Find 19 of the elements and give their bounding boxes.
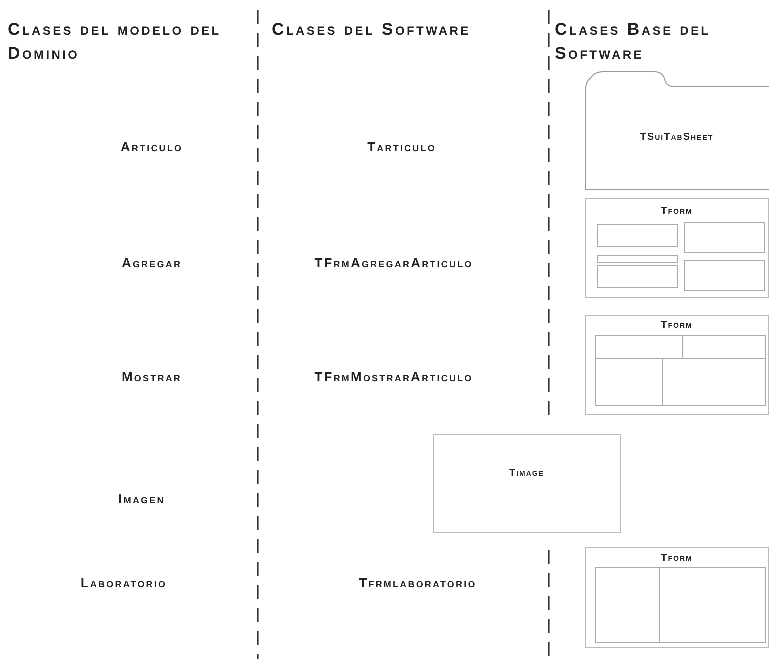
column-heading: Clases del Software: [272, 19, 472, 41]
class-name: Imagen: [118, 492, 166, 506]
class-name: Mostrar: [122, 370, 182, 384]
class-name: Agregar: [122, 256, 182, 270]
class-name: Tform: [661, 553, 693, 564]
class-name: Timage: [509, 468, 545, 479]
class-name: Tfrmlaboratorio: [359, 576, 477, 590]
class-name: TFrmAgregarArticulo: [314, 256, 474, 270]
column-heading: Clases Base del Software: [555, 19, 712, 65]
folder-shape: [585, 70, 769, 191]
class-name: Tform: [661, 206, 693, 217]
class-name: TFrmMostrarArticulo: [314, 370, 474, 384]
column-heading: Clases del modelo del Dominio: [8, 19, 222, 65]
class-name: Tform: [661, 320, 693, 331]
class-name: Tarticulo: [368, 140, 436, 154]
class-name: Laboratorio: [80, 576, 168, 590]
class-name: TSuiTabSheet: [640, 132, 714, 143]
image-frame: [433, 434, 621, 533]
class-name: Articulo: [120, 140, 184, 154]
